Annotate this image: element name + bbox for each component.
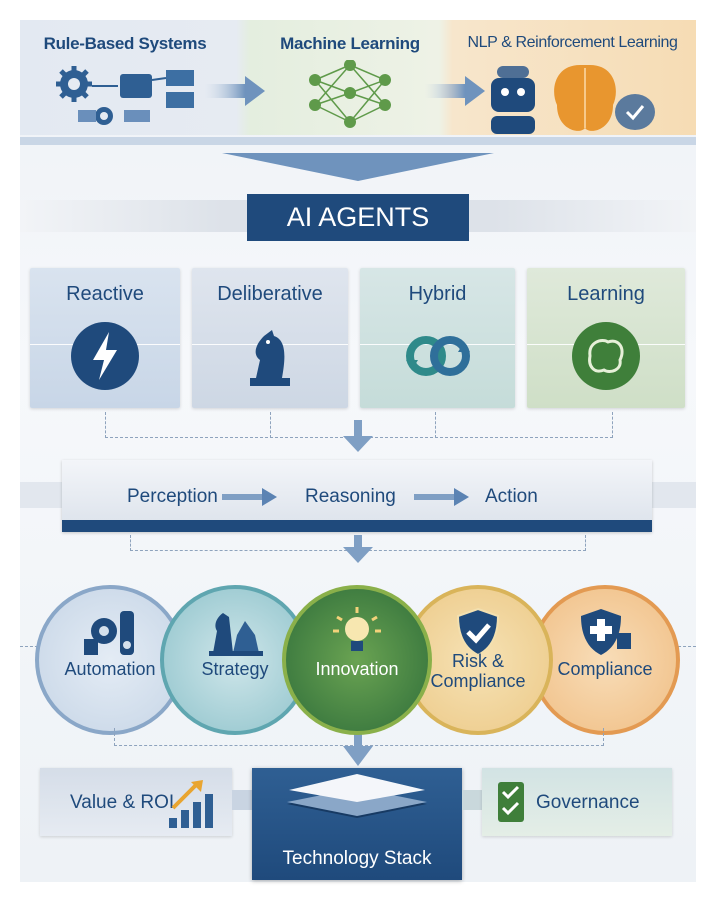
pillar-label: Compliance [557,659,653,679]
agent-card-hybrid: Hybrid [360,268,515,408]
pipeline-step-reasoning: Reasoning [305,486,396,507]
pipeline-step-action: Action [485,486,538,507]
pillar-label: Innovation [315,659,399,679]
agent-type-label: Learning [567,283,645,305]
pillar-compliance: Compliance [530,585,680,735]
funnel-down-arrow-icon [222,153,494,181]
agent-card-deliberative: Deliberative [192,268,348,408]
agent-type-label: Deliberative [217,283,323,305]
evolution-label: NLP & Reinforcement Learning [467,34,678,51]
chess-knight-icon [250,330,290,386]
checklist-icon [498,782,524,822]
pillar-label: Strategy [201,659,269,679]
technology-stack-label: Technology Stack [282,848,432,869]
arrow-right-icon [425,76,485,106]
down-arrow-icon [343,420,373,452]
agent-card-reactive: Reactive [30,268,180,408]
pillar-label: Risk & Compliance [430,651,526,691]
connector-line [270,412,271,438]
pipeline-step-perception: Perception [127,486,218,507]
layers-stack-icon [287,774,427,818]
lightbulb-icon [333,607,381,651]
value-roi-label: Value & ROI [70,792,175,813]
pillar-label: Automation [64,659,156,679]
gears-icon [84,611,134,655]
arrow-right-icon [414,488,469,506]
governance-label: Governance [536,792,640,813]
connector-block [232,790,252,810]
down-arrow-icon [343,535,373,563]
evolution-rule-based: Rule-Based Systems [20,20,230,135]
shield-plus-icon [581,609,631,655]
value-roi-box: Value & ROI [40,768,232,836]
arrow-right-icon [222,488,277,506]
connector-block [462,790,482,810]
down-arrow-icon [343,722,373,766]
neural-network-icon [309,60,391,128]
lightning-icon [71,322,139,390]
agent-type-label: Reactive [66,283,144,305]
evolution-machine-learning: Machine Learning [245,20,455,135]
agent-card-learning: Learning [527,268,685,408]
cycle-arrows-icon [405,336,470,376]
shield-check-icon [456,607,500,657]
connector-line [435,412,436,438]
chess-pieces-icon [209,613,263,656]
arrow-right-icon [205,76,265,106]
governance-box: Governance [482,768,672,836]
agent-type-label: Hybrid [408,283,467,305]
gears-flowchart-icon [56,66,194,125]
evolution-label: Rule-Based Systems [43,34,207,53]
evolution-label: Machine Learning [280,34,420,53]
pipeline-bar: Perception Reasoning Action [62,460,652,532]
divider-bar [20,137,696,145]
robot-brain-chat-icon [491,65,655,134]
bar-chart-growth-icon [169,780,213,828]
evolution-nlp-rl: NLP & Reinforcement Learning [450,20,695,135]
brain-circuit-icon [572,322,640,390]
ai-agents-banner: AI AGENTS [247,194,469,241]
pillar-innovation: Innovation [282,585,432,735]
technology-stack-box: Technology Stack [252,768,462,880]
